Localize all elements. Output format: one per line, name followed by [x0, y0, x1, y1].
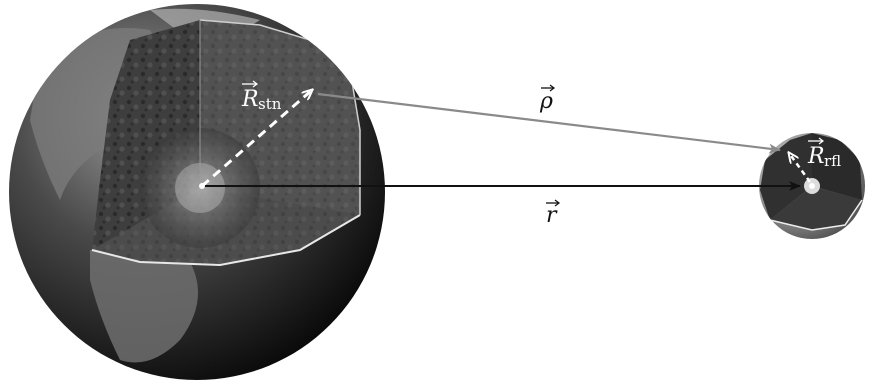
label-rho-text: ρ [539, 89, 553, 114]
vector-rho-arrow [317, 92, 781, 154]
moon-center-dot [809, 183, 815, 189]
vector-r-stn-arrow [201, 90, 312, 188]
label-r-rfl: R rfl [807, 137, 841, 170]
label-rho: ρ [539, 84, 555, 114]
label-r-stn-base: R [241, 87, 259, 112]
label-r-rfl-base: R [807, 144, 825, 169]
vector-r-rfl-arrow [789, 153, 812, 183]
earth-cutaway-icon [9, 4, 385, 380]
label-r-text: r [546, 203, 558, 228]
label-r-stn-sub: stn [258, 95, 282, 113]
label-r-stn: R stn [241, 80, 282, 113]
label-r: r [546, 199, 560, 228]
label-r-rfl-sub: rfl [824, 152, 841, 170]
earth-center-dot [199, 183, 205, 189]
